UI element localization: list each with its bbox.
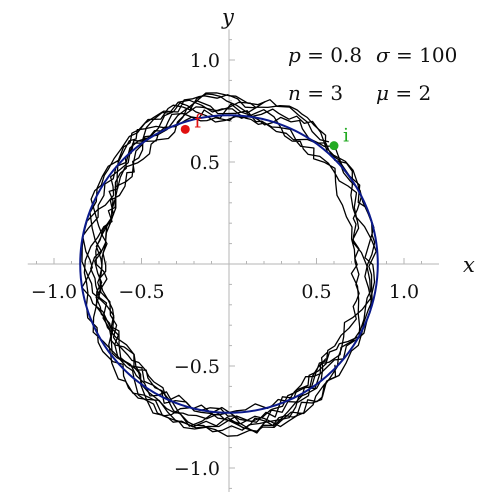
parameter-p: p = 0.8: [288, 43, 362, 67]
random-walk-path: [81, 92, 377, 437]
y-axis-ticks: 1.0 0.5 −0.5 −1.0: [174, 39, 235, 489]
walk-segment: [89, 93, 372, 437]
parameter-n-value: 3: [330, 81, 343, 105]
y-tick-label: 0.5: [190, 152, 220, 174]
y-tick-label: −0.5: [174, 356, 220, 378]
parameter-mu: μ = 2: [376, 81, 431, 105]
x-tick-label: 0.5: [301, 281, 331, 303]
parameter-sigma-value: 100: [419, 43, 457, 67]
y-axis-title: y: [221, 5, 235, 29]
x-tick-label: −0.5: [118, 281, 164, 303]
final-point: [180, 124, 190, 134]
x-axis-ticks: −1.0 −0.5 0.5 1.0: [31, 258, 422, 303]
x-axis-title: x: [463, 253, 475, 277]
boundary-circle: [79, 114, 379, 414]
final-point-label: f: [194, 110, 203, 132]
x-tick-label: 1.0: [389, 281, 419, 303]
parameter-sigma: σ = 100: [376, 43, 457, 67]
parameter-mu-value: 2: [418, 81, 431, 105]
initial-point-label: i: [343, 125, 349, 147]
initial-point: [329, 141, 339, 151]
parameter-n: n = 3: [288, 81, 343, 105]
y-tick-label: 1.0: [190, 50, 220, 72]
y-tick-label: −1.0: [174, 458, 220, 480]
x-tick-label: −1.0: [31, 281, 77, 303]
parameter-p-value: 0.8: [330, 43, 362, 67]
walk-segment: [81, 94, 376, 433]
